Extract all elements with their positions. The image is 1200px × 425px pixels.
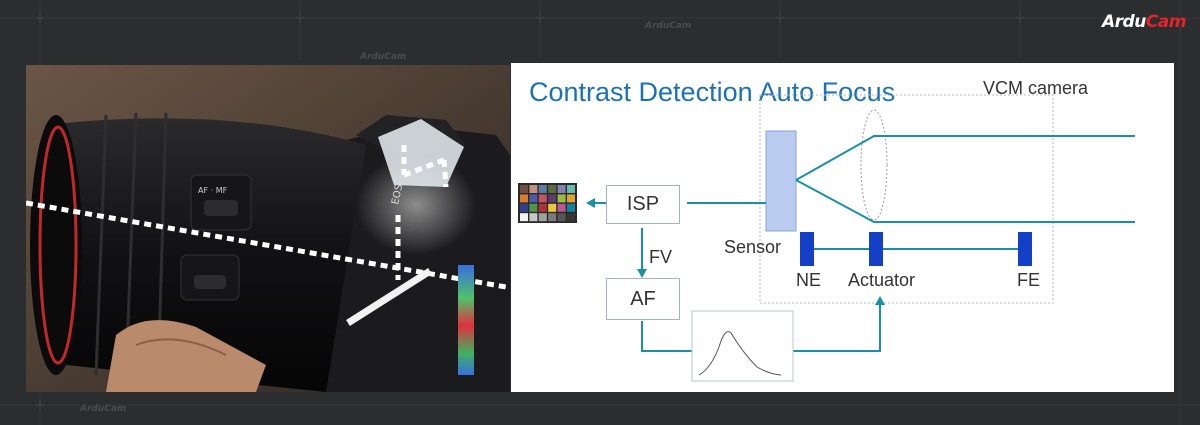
color-swatch (557, 213, 566, 222)
color-swatch (538, 185, 547, 193)
color-swatch (538, 203, 547, 212)
color-swatch (529, 185, 538, 193)
color-swatch (548, 194, 557, 203)
color-swatch (520, 213, 528, 222)
watermark: ArduCam (360, 52, 407, 62)
isp-box: ISP (606, 185, 680, 224)
color-swatch (557, 203, 566, 212)
watermark: ArduCam (80, 404, 127, 414)
watermark: ArduCam (645, 21, 692, 31)
lens (860, 109, 888, 221)
color-swatch (520, 185, 528, 193)
svg-text:AF · MF: AF · MF (198, 186, 228, 195)
color-swatch (538, 213, 547, 222)
color-swatch (529, 213, 538, 222)
color-swatch (538, 194, 547, 203)
fe-marker (1018, 232, 1032, 266)
image-sensor (765, 130, 797, 232)
arducam-logo: ArduCam (1102, 12, 1186, 32)
color-swatch (548, 213, 557, 222)
vcm-camera-label: VCM camera (983, 78, 1089, 98)
color-swatch (567, 185, 575, 193)
color-swatch (567, 213, 575, 222)
diagram-panel: Contrast Detection Auto Focus (511, 63, 1174, 392)
color-swatch (557, 185, 566, 193)
color-swatch (548, 203, 557, 212)
color-swatch (520, 194, 528, 203)
light-ray-upper (795, 135, 1135, 181)
color-swatch (520, 203, 528, 212)
sensor-label: Sensor (724, 237, 782, 257)
color-swatch (529, 194, 538, 203)
light-ray-lower (795, 179, 1135, 223)
actuator-marker (869, 232, 883, 266)
actuator-label: Actuator (848, 270, 916, 290)
isp-label: ISP (626, 193, 660, 215)
color-swatch (529, 203, 538, 212)
color-swatch (557, 194, 566, 203)
color-swatch (548, 185, 557, 193)
color-swatch (567, 203, 575, 212)
focus-curve-box (691, 310, 794, 382)
fe-label: FE (1017, 270, 1041, 290)
diagram-title: Contrast Detection Auto Focus (529, 77, 896, 107)
color-swatch (567, 194, 575, 203)
af-label: AF (630, 287, 656, 310)
ne-label: NE (796, 270, 822, 290)
camera-photo: AF · MF EOS (26, 65, 510, 392)
diagram-graphics (518, 94, 1135, 382)
fv-label: FV (649, 247, 673, 267)
svg-text:EOS: EOS (390, 183, 405, 205)
af-box: AF (606, 278, 680, 320)
ne-marker (800, 232, 814, 266)
vcm-camera-frame (759, 94, 1054, 304)
focus-curve (698, 331, 782, 376)
color-checker-icon (518, 183, 577, 223)
